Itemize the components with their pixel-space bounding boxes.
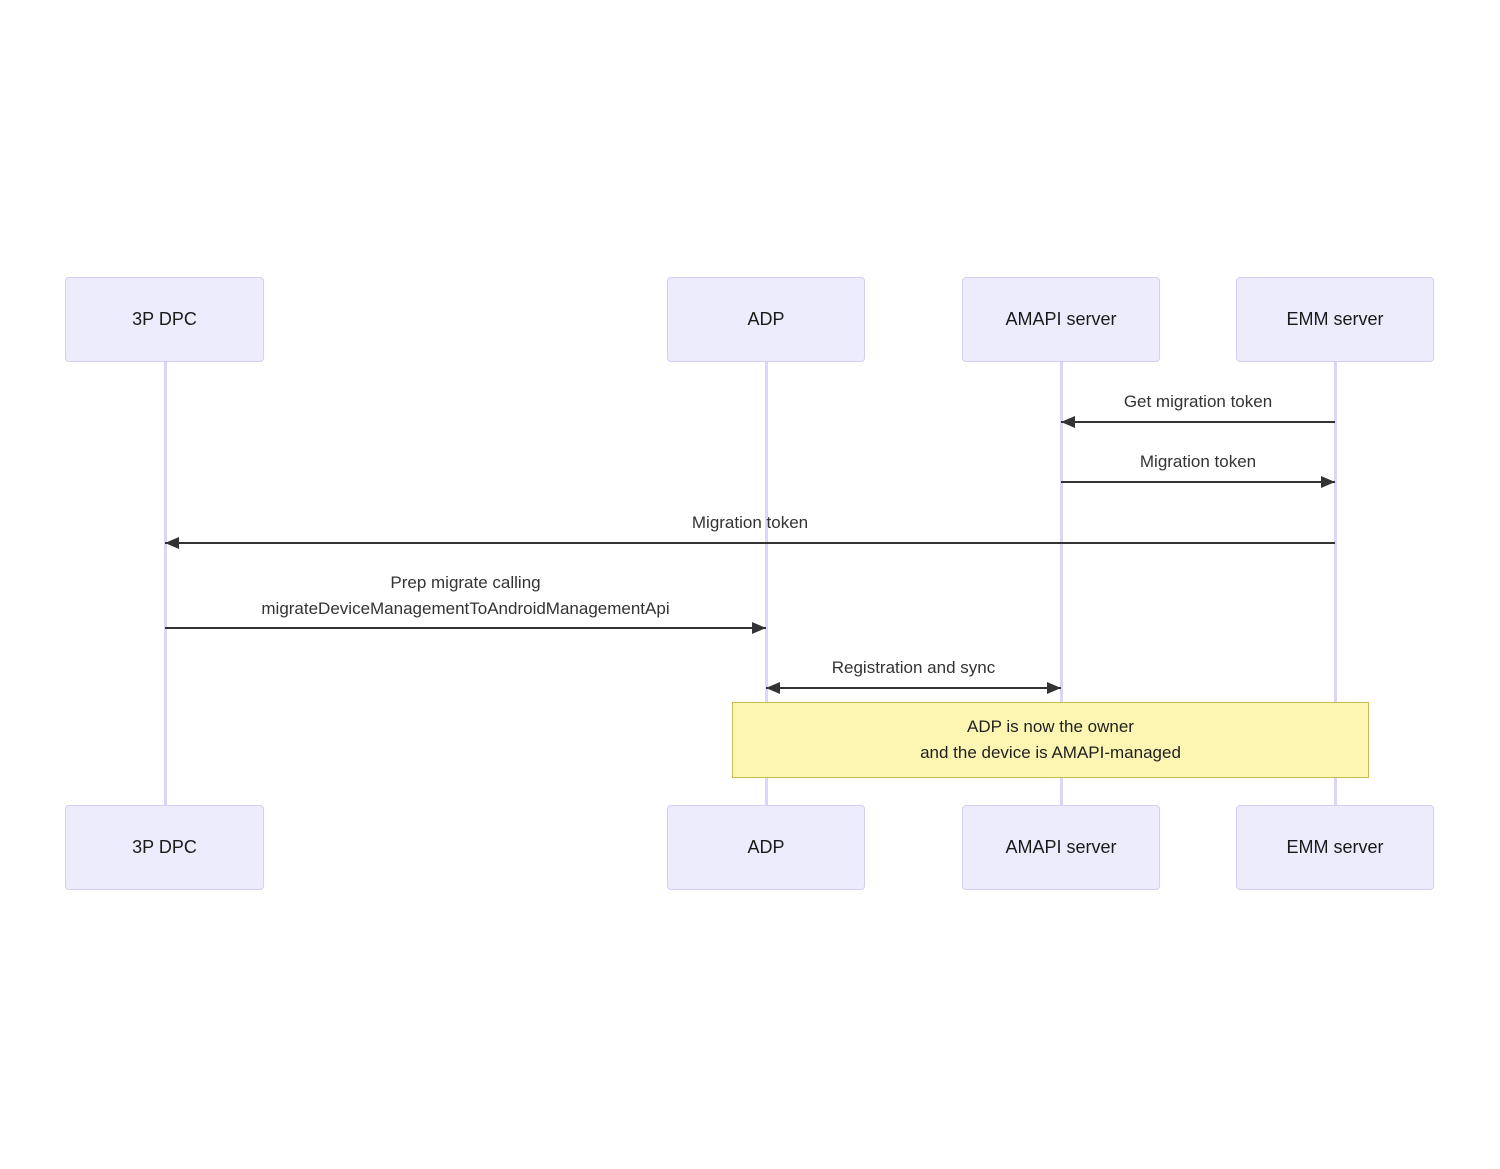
actor-label-amapi-server-top: AMAPI server <box>1005 308 1117 329</box>
message-label-get-migration-token: Get migration token <box>1123 392 1273 411</box>
arrowhead-left-get-migration-token <box>1061 416 1075 428</box>
message-line-migration-token-emm-to-dpc <box>165 542 1335 544</box>
actor-box-top-3p-dpc[interactable]: 3P DPC <box>65 277 264 362</box>
message-label-registration-and-sync: Registration and sync <box>831 658 996 677</box>
actor-label-3p-dpc-bottom: 3P DPC <box>132 836 197 857</box>
actor-label-adp-top: ADP <box>747 308 785 329</box>
actor-box-bottom-adp[interactable]: ADP <box>667 805 865 890</box>
message-line-get-migration-token <box>1061 421 1335 423</box>
actor-label-emm-server-top: EMM server <box>1286 308 1384 329</box>
message-label-prep-migrate-line1: Prep migrate calling <box>390 573 541 592</box>
actor-label-3p-dpc-top: 3P DPC <box>132 308 197 329</box>
actor-box-top-emm-server[interactable]: EMM server <box>1236 277 1434 362</box>
actor-box-top-adp[interactable]: ADP <box>667 277 865 362</box>
actor-label-emm-server-bottom: EMM server <box>1286 836 1384 857</box>
actor-box-bottom-amapi-server[interactable]: AMAPI server <box>962 805 1160 890</box>
message-label-migration-token-emm-to-dpc: Migration token <box>691 513 809 532</box>
message-line-migration-token-amapi-to-emm <box>1061 481 1335 483</box>
note-text-container: ADP is now the owner and the device is A… <box>920 714 1181 766</box>
arrowhead-left-registration-and-sync <box>766 682 780 694</box>
actor-box-bottom-emm-server[interactable]: EMM server <box>1236 805 1434 890</box>
arrowhead-right-migration-token-amapi-to-emm <box>1321 476 1335 488</box>
actor-box-bottom-3p-dpc[interactable]: 3P DPC <box>65 805 264 890</box>
arrowhead-left-migration-token-emm-to-dpc <box>165 537 179 549</box>
actor-label-adp-bottom: ADP <box>747 836 785 857</box>
arrowhead-right-registration-and-sync <box>1047 682 1061 694</box>
actor-label-amapi-server-bottom: AMAPI server <box>1005 836 1117 857</box>
message-label-prep-migrate-line2: migrateDeviceManagementToAndroidManageme… <box>261 599 670 618</box>
message-line-prep-migrate <box>165 627 766 629</box>
arrowhead-right-prep-migrate <box>752 622 766 634</box>
lifeline-adp <box>764 362 768 805</box>
note-line-2: and the device is AMAPI-managed <box>920 743 1181 762</box>
lifeline-amapi-server <box>1059 362 1063 805</box>
note-adp-owner: ADP is now the owner and the device is A… <box>732 702 1369 778</box>
lifeline-emm-server <box>1333 362 1337 805</box>
lifeline-3p-dpc <box>163 362 167 805</box>
note-line-1: ADP is now the owner <box>967 717 1134 736</box>
actor-box-top-amapi-server[interactable]: AMAPI server <box>962 277 1160 362</box>
message-line-registration-and-sync <box>766 687 1061 689</box>
message-label-migration-token-amapi-to-emm: Migration token <box>1139 452 1257 471</box>
